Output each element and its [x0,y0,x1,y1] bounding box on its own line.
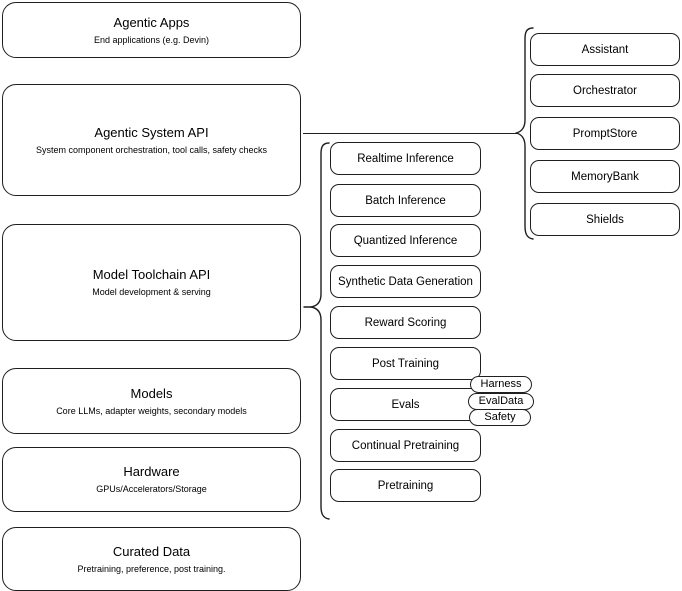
evals-badge-label: Safety [484,411,516,423]
system-label: Assistant [581,43,629,56]
evals-badge-evaldata[interactable]: EvalData [468,393,534,410]
system-box-orchestrator[interactable]: Orchestrator [530,74,680,107]
system-box-memorybank[interactable]: MemoryBank [530,160,680,193]
layer-box-hardware[interactable]: Hardware GPUs/Accelerators/Storage [2,447,301,512]
toolchain-box-continual-pretraining[interactable]: Continual Pretraining [330,429,481,462]
system-label: MemoryBank [571,170,639,183]
toolchain-label: Continual Pretraining [351,439,460,452]
brace-toolchain-components [303,142,331,520]
layer-subtitle: GPUs/Accelerators/Storage [96,484,207,494]
layer-title: Model Toolchain API [92,267,211,282]
system-label: PromptStore [572,127,638,140]
layer-subtitle: Pretraining, preference, post training. [77,563,226,574]
toolchain-box-batch-inference[interactable]: Batch Inference [330,184,481,217]
toolchain-box-post-training[interactable]: Post Training [330,347,481,380]
evals-badge-safety[interactable]: Safety [469,409,531,426]
toolchain-label: Realtime Inference [357,152,454,165]
toolchain-label: Evals [391,398,420,411]
system-box-shields[interactable]: Shields [530,203,680,236]
toolchain-box-pretraining[interactable]: Pretraining [330,469,481,502]
toolchain-label: Reward Scoring [364,316,447,329]
layer-title: Curated Data [112,543,191,559]
system-box-promptstore[interactable]: PromptStore [530,117,680,150]
system-box-assistant[interactable]: Assistant [530,33,680,66]
layer-subtitle: System component orchestration, tool cal… [35,144,268,155]
toolchain-label: Synthetic Data Generation [338,275,473,288]
toolchain-box-synthetic-data-generation[interactable]: Synthetic Data Generation [330,265,481,298]
connector-line-system-api-to-components [303,133,518,134]
evals-badge-harness[interactable]: Harness [470,376,532,393]
toolchain-label: Batch Inference [365,194,446,207]
layer-title: Agentic System API [94,124,209,140]
system-label: Orchestrator [573,84,637,97]
toolchain-label: Quantized Inference [353,234,458,247]
layer-subtitle: Model development & serving [92,287,211,297]
layer-title: Agentic Apps [113,14,190,30]
evals-badge-label: Harness [480,378,522,390]
toolchain-label: Pretraining [377,479,434,492]
layer-subtitle: End applications (e.g. Devin) [93,34,210,45]
layer-box-curated-data[interactable]: Curated Data Pretraining, preference, po… [2,527,301,591]
toolchain-box-realtime-inference[interactable]: Realtime Inference [330,142,481,175]
layer-box-agentic-system-api[interactable]: Agentic System API System component orch… [2,84,301,196]
layer-title: Models [130,385,173,401]
layer-box-model-toolchain-api[interactable]: Model Toolchain API Model development & … [2,224,301,341]
toolchain-box-evals[interactable]: Evals [330,388,481,421]
toolchain-box-quantized-inference[interactable]: Quantized Inference [330,224,481,257]
layer-subtitle: Core LLMs, adapter weights, secondary mo… [56,405,247,416]
system-label: Shields [586,213,624,226]
evals-badge-label: EvalData [478,395,524,407]
toolchain-box-reward-scoring[interactable]: Reward Scoring [330,306,481,339]
toolchain-label: Post Training [371,357,440,370]
layer-box-agentic-apps[interactable]: Agentic Apps End applications (e.g. Devi… [2,2,301,58]
layer-box-models[interactable]: Models Core LLMs, adapter weights, secon… [2,368,301,434]
layer-title: Hardware [123,464,180,479]
